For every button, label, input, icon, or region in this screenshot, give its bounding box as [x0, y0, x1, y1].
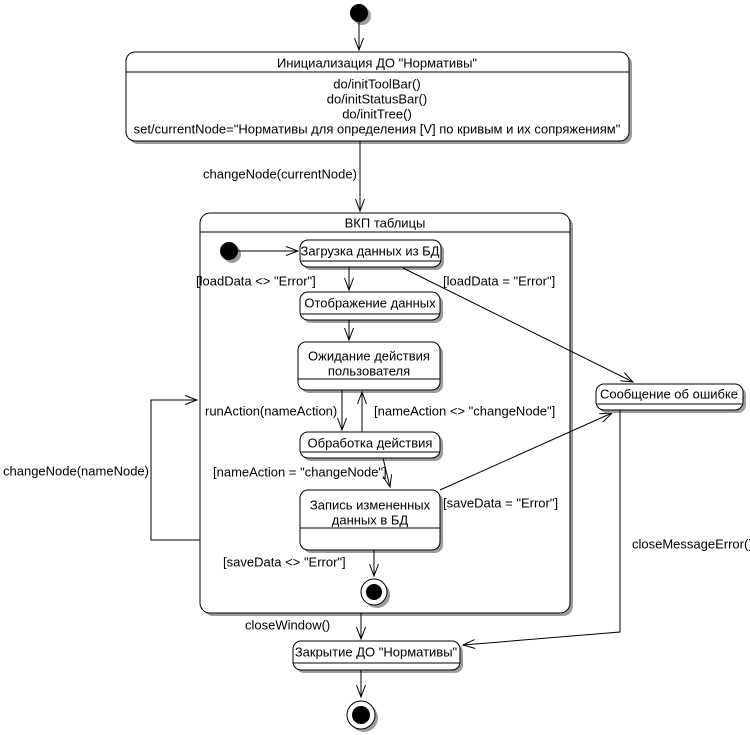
state-process-action-title: Обработка действия — [308, 436, 433, 451]
label-name-action-change-node: [nameAction = "changeNode"] — [213, 465, 387, 480]
label-load-data-error: [loadData = "Error"] — [443, 274, 555, 289]
final-state-dot — [366, 584, 382, 600]
label-name-action-not-change-node: [nameAction <> "changeNode"] — [374, 404, 555, 419]
final-state-bottom — [346, 700, 378, 732]
initial-state-top — [350, 4, 371, 25]
state-body — [299, 291, 441, 321]
label-close-window: closeWindow() — [245, 618, 330, 633]
state-load-data: Загрузка данных из БД — [299, 239, 444, 270]
initial-state-dot — [350, 4, 368, 22]
state-vkp-table: ВКП таблицы — [199, 212, 573, 616]
state-save-data-title-line1: Запись измененных — [310, 498, 431, 513]
label-save-data-ok: [saveData <> "Error"] — [223, 555, 346, 570]
state-error-message: Сообщение об ошибке — [595, 383, 746, 413]
state-process-action: Обработка действия — [299, 431, 443, 461]
state-initialization-title: Инициализация ДО "Нормативы" — [277, 56, 477, 71]
state-initialization: Инициализация ДО "Нормативы" do/initTool… — [125, 51, 632, 144]
transition-process-to-save — [383, 457, 390, 487]
transition-vkp-self-change-node — [150, 400, 200, 541]
state-body — [299, 489, 441, 551]
final-state-inner — [360, 578, 390, 608]
state-wait-user-title-line1: Ожидание действия — [308, 349, 430, 364]
initial-state-dot — [220, 242, 238, 260]
state-vkp-table-title: ВКП таблицы — [345, 216, 426, 231]
state-action-set-current-node: set/currentNode="Нормативы для определен… — [134, 122, 621, 137]
state-action-init-tree: do/initTree() — [342, 107, 412, 122]
state-action-init-statusbar: do/initStatusBar() — [327, 92, 427, 107]
state-wait-user-title-line2: пользователя — [328, 364, 410, 379]
state-load-data-title: Загрузка данных из БД — [301, 244, 440, 259]
label-close-message-error: closeMessageError() — [632, 537, 750, 552]
transition-error-to-close — [463, 410, 621, 645]
final-state-dot — [352, 706, 370, 724]
transition-save-to-error-message — [439, 413, 612, 491]
label-save-data-error: [saveData = "Error"] — [443, 496, 558, 511]
state-save-data: Запись измененных данных в БД — [299, 489, 443, 553]
initial-state-inner — [220, 242, 241, 263]
state-action-init-toolbar: do/initToolBar() — [333, 77, 420, 92]
state-close-do-title: Закрытие ДО "Нормативы" — [295, 645, 458, 660]
label-change-node-name: changeNode(nameNode) — [3, 464, 149, 479]
state-display-data-title: Отображение данных — [304, 296, 436, 311]
state-body — [199, 212, 571, 614]
state-save-data-title-line2: данных в БД — [332, 513, 409, 528]
state-close-do: Закрытие ДО "Нормативы" — [292, 640, 463, 673]
label-change-node-current: changeNode(currentNode) — [203, 167, 357, 182]
state-display-data: Отображение данных — [299, 291, 443, 323]
state-wait-user: Ожидание действия пользователя — [297, 341, 443, 393]
label-load-data-ok: [loadData <> "Error"] — [196, 274, 316, 289]
state-body — [297, 341, 441, 391]
transition-load-to-error-message — [402, 267, 633, 382]
state-body — [125, 51, 630, 142]
state-body — [299, 239, 442, 268]
state-error-message-title: Сообщение об ошибке — [600, 387, 738, 402]
label-run-action: runAction(nameAction) — [205, 404, 337, 419]
